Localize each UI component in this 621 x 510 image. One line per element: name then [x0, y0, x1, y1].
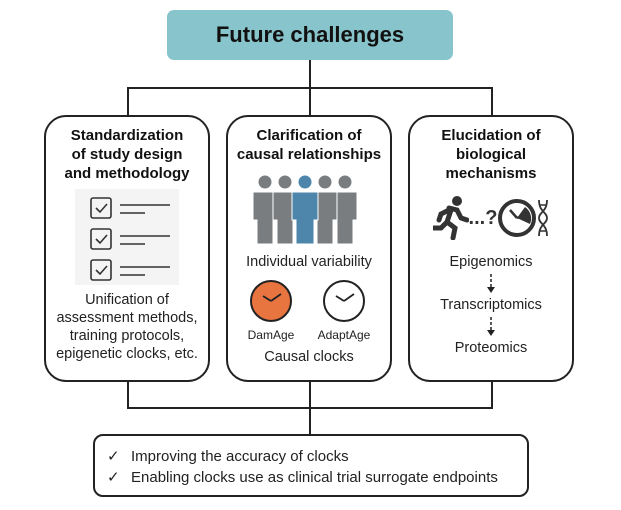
panel-standardization: Standardization of study design and meth…	[44, 115, 210, 382]
title-line: causal relationships	[236, 146, 382, 163]
body-line: Unification of	[85, 292, 169, 308]
dashed-arrow-icon	[410, 314, 572, 339]
damage-clock: DamAge	[247, 279, 295, 342]
panel-title: Clarification of causal relationships	[228, 126, 390, 164]
check-icon: ✓	[107, 448, 120, 465]
panel-elucidation: Elucidation of biological mechanisms ...…	[408, 115, 574, 382]
outcome-item: ✓ Enabling clocks use as clinical trial s…	[107, 467, 527, 488]
title-line: Elucidation of	[441, 127, 541, 144]
outcomes-box: ✓ Improving the accuracy of clocks ✓ Enabl…	[93, 434, 529, 497]
clock-icon	[322, 280, 365, 322]
panel-clarification: Clarification of causal relationships In…	[226, 115, 392, 382]
connector	[127, 87, 129, 115]
connector	[127, 382, 129, 409]
panel-title: Elucidation of biological mechanisms	[410, 126, 572, 183]
outcome-item: ✓ Improving the accuracy of clocks	[107, 446, 527, 467]
adaptage-clock: AdaptAge	[317, 279, 371, 342]
check-icon: ✓	[107, 469, 120, 486]
body-line: assessment methods,	[56, 310, 198, 326]
title-box: Future challenges	[167, 10, 453, 60]
connector	[491, 87, 493, 115]
title-line: and methodology	[64, 165, 190, 182]
connector	[127, 87, 493, 89]
question-mark: ...?	[468, 206, 498, 229]
clock-icon	[249, 280, 292, 322]
omics-epigenomics: Epigenomics	[449, 254, 533, 270]
body-line: epigenetic clocks, etc.	[56, 346, 198, 362]
clock-label: DamAge	[247, 328, 295, 342]
clock-label: AdaptAge	[317, 328, 371, 342]
connector	[491, 382, 493, 409]
connector	[127, 407, 493, 409]
outcome-text: Enabling clocks use as clinical trial su…	[131, 469, 498, 486]
people-icon	[252, 174, 358, 245]
title-line: of study design	[71, 146, 183, 163]
omics-transcriptomics: Transcriptomics	[440, 297, 542, 313]
variability-label: Individual variability	[246, 254, 372, 270]
omics-proteomics: Proteomics	[454, 340, 528, 356]
body-line: training protocols,	[69, 328, 185, 344]
title-line: Clarification of	[256, 127, 362, 144]
checklist-icon	[75, 189, 179, 285]
clock-icon	[498, 199, 537, 237]
runner-icon	[432, 196, 469, 240]
panel-title: Standardization of study design and meth…	[46, 126, 208, 183]
causal-clocks-label: Causal clocks	[264, 349, 354, 365]
dna-icon	[538, 199, 549, 237]
panel-body: Unification of assessment methods, train…	[46, 291, 208, 363]
outcome-text: Improving the accuracy of clocks	[131, 448, 349, 465]
title-line: mechanisms	[445, 165, 537, 182]
title-line: biological	[455, 146, 526, 163]
dashed-arrow-icon	[410, 271, 572, 296]
title-line: Standardization	[70, 127, 184, 144]
